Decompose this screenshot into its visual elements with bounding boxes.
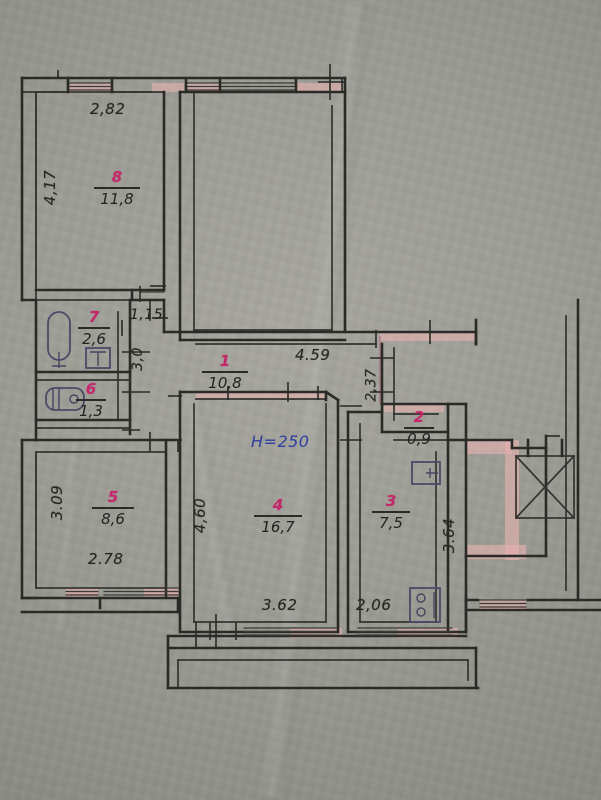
stairwell-walls xyxy=(446,298,601,634)
bathroom-fixtures xyxy=(45,311,111,411)
hall-walls xyxy=(130,298,478,402)
room-2-walls xyxy=(370,330,450,442)
window-highlights xyxy=(66,83,526,638)
wet-block-walls xyxy=(34,285,166,442)
room-4-walls xyxy=(168,390,340,640)
room-8-walls xyxy=(34,76,166,302)
balcony-walls xyxy=(166,614,480,690)
dimension-ticks xyxy=(57,70,168,431)
room-5-walls xyxy=(20,432,180,614)
top-right-room-walls xyxy=(178,64,347,342)
